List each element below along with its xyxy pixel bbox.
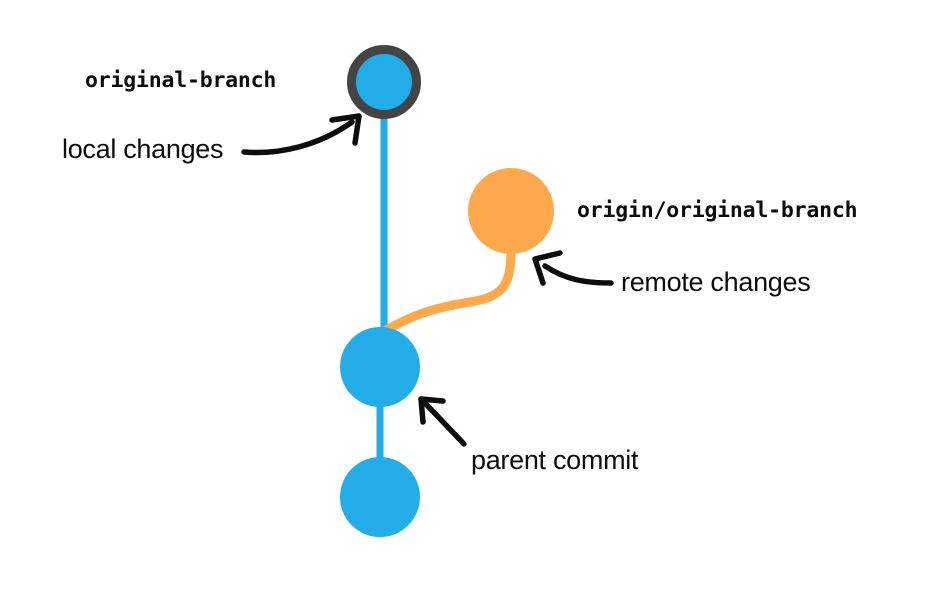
local-changes-arrow xyxy=(241,113,362,156)
commit-node-remote-head[interactable] xyxy=(468,168,554,254)
remote-branch-curve xyxy=(376,206,516,338)
label-parent-commit: parent commit xyxy=(471,445,639,475)
parent-commit-arrow xyxy=(418,396,467,447)
label-original-branch: original-branch xyxy=(85,68,277,93)
label-remote-changes: remote changes xyxy=(621,267,811,297)
commit-node-ancestor[interactable] xyxy=(340,457,420,537)
commit-node-parent[interactable] xyxy=(340,327,420,407)
commit-node-local-head[interactable] xyxy=(347,45,421,119)
label-local-changes: local changes xyxy=(62,134,224,164)
label-origin-original-branch: origin/original-branch xyxy=(577,198,858,223)
remote-changes-arrow xyxy=(532,250,614,286)
